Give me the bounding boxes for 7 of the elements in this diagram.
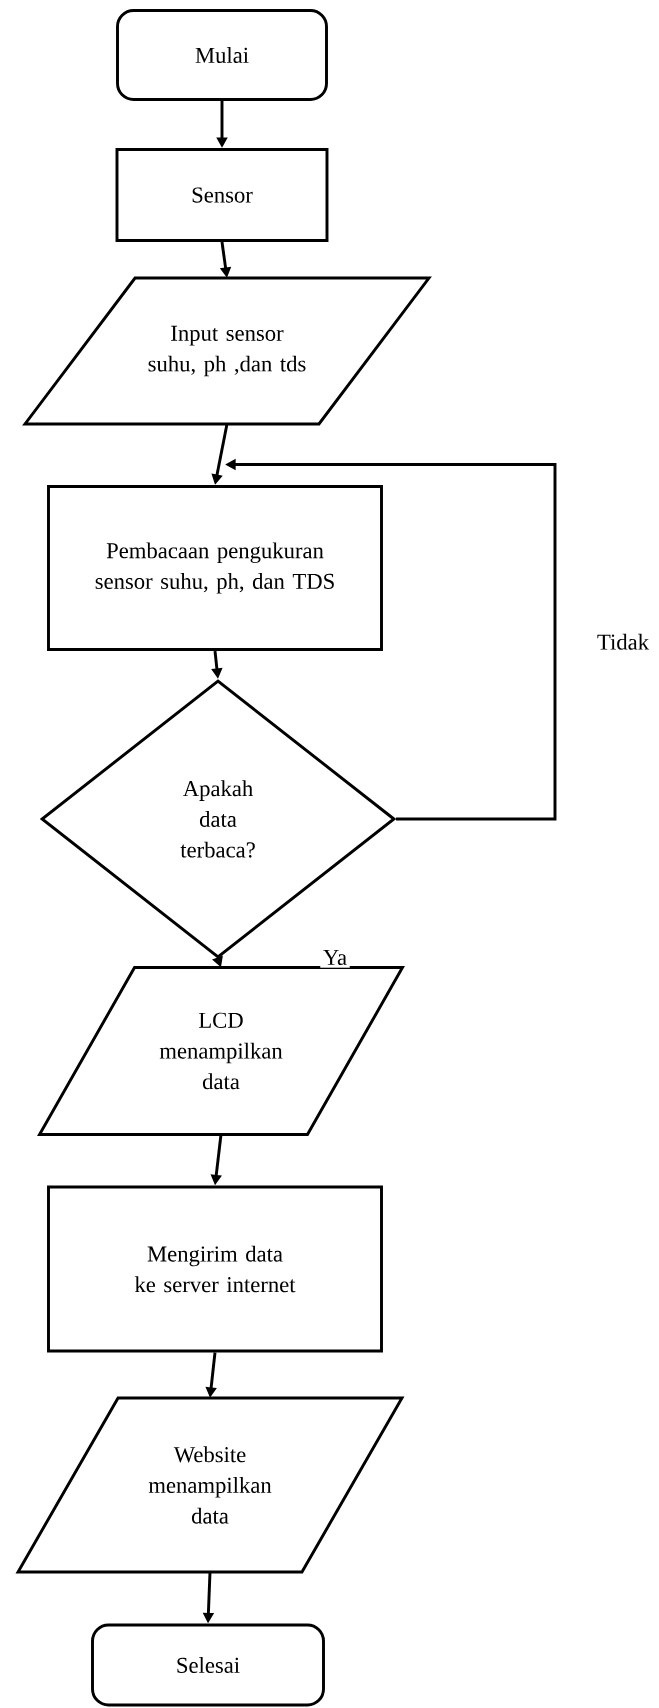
edge-label: Tidak xyxy=(594,631,652,653)
process-box: Mengirim data ke server internet xyxy=(47,1185,383,1353)
process-box: Pembacaan pengukuran sensor suhu, ph, dan TDS xyxy=(47,485,383,651)
edge-label: Ya xyxy=(320,947,350,968)
terminal-box: Mulai xyxy=(116,9,328,101)
terminal-box: Selesai xyxy=(91,1623,325,1707)
process-box: Sensor xyxy=(115,148,329,242)
